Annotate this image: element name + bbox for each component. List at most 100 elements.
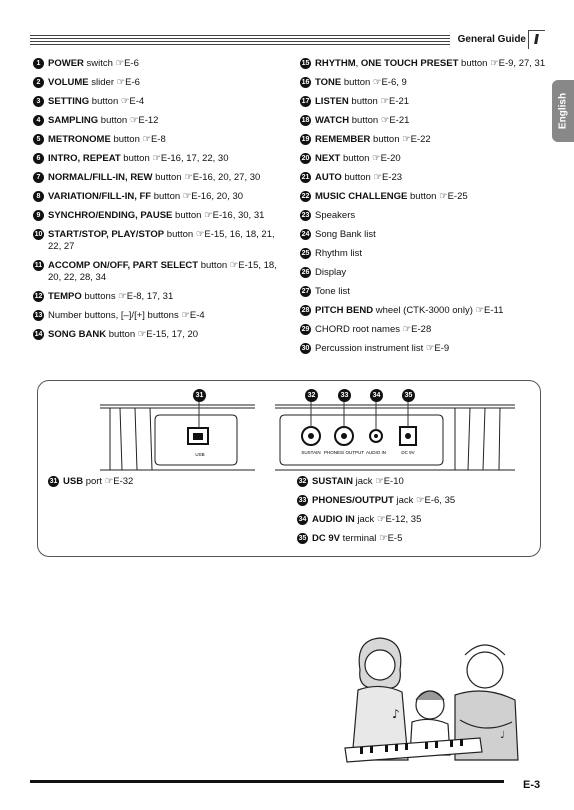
page-reference: ☞E-16, 17, 22, 30: [152, 153, 229, 164]
item-text: AUTO button ☞E-23: [315, 172, 550, 184]
page-reference: ☞E-10: [375, 476, 404, 487]
item-number-badge: 16: [300, 77, 311, 88]
item-name: MUSIC CHALLENGE: [315, 191, 408, 202]
item-number-badge: 12: [33, 291, 44, 302]
item-name: AUDIO IN: [312, 514, 355, 525]
dc-label: DC 9V: [401, 450, 414, 455]
item-description: switch: [83, 58, 116, 69]
callout-33: 33: [338, 389, 351, 402]
item-description: button: [341, 77, 373, 88]
item-text: METRONOME button ☞E-8: [48, 134, 288, 146]
item-name: USB: [63, 476, 84, 487]
item-number-badge: 19: [300, 134, 311, 145]
audio-in-label: AUDIO IN: [366, 450, 386, 455]
item-description: wheel (CTK-3000 only): [373, 305, 476, 316]
item-description: terminal: [339, 533, 380, 544]
item-text: DC 9V terminal ☞E-5: [312, 533, 455, 545]
item-description: slider: [88, 77, 117, 88]
page-title: General Guide: [449, 33, 530, 47]
item-text: USB port ☞E-32: [63, 476, 133, 488]
item-text: AUDIO IN jack ☞E-12, 35: [312, 514, 455, 526]
item-description: button: [407, 191, 440, 202]
item-text: VOLUME slider ☞E-6: [48, 77, 288, 89]
page-reference: ☞E-22: [402, 134, 431, 145]
item-description: port: [83, 476, 105, 487]
page-reference: ☞E-12: [129, 115, 159, 126]
item-description: Tone list: [315, 286, 350, 297]
page-reference: ☞E-25: [439, 191, 468, 202]
item-number-badge: 30: [300, 343, 311, 354]
page-reference: ☞E-28: [402, 324, 432, 335]
item-name: AUTO: [315, 172, 342, 183]
item-name: SUSTAIN: [312, 476, 353, 487]
item-number-badge: 13: [33, 310, 44, 321]
item-number-badge: 34: [297, 514, 308, 525]
page-reference: ☞E-6, 9: [372, 77, 407, 88]
header-tab-icon: [528, 30, 545, 49]
item-description: button: [152, 172, 185, 183]
page-reference: ☞E-16, 30, 31: [204, 210, 265, 221]
item-name: SYNCHRO/ENDING, PAUSE: [48, 210, 173, 221]
item-name: PHONES/OUTPUT: [312, 495, 394, 506]
item-number-badge: 22: [300, 191, 311, 202]
item-description: button: [89, 96, 121, 107]
item-description: button: [106, 329, 138, 340]
item-text: INTRO, REPEAT button ☞E-16, 17, 22, 30: [48, 153, 288, 165]
page-reference: ☞E-9: [425, 343, 450, 354]
item-text: NEXT button ☞E-20: [315, 153, 550, 165]
item-text: SONG BANK button ☞E-15, 17, 20: [48, 329, 288, 341]
item-number-badge: 14: [33, 329, 44, 340]
item-description: jack: [354, 514, 377, 525]
item-description: buttons: [81, 291, 119, 302]
callout-32: 32: [305, 389, 318, 402]
item-number-badge: 32: [297, 476, 308, 487]
item-description: button: [348, 96, 381, 107]
item-number-badge: 29: [300, 324, 311, 335]
item-text: PITCH BEND wheel (CTK-3000 only) ☞E-11: [315, 305, 550, 317]
guide-item-30: 30 Percussion instrument list ☞E-9: [300, 343, 550, 355]
item-number-badge: 33: [297, 495, 308, 506]
page-reference: ☞E-21: [380, 96, 410, 107]
item-name: NORMAL/FILL-IN, REW: [48, 172, 153, 183]
svg-text:♪: ♪: [392, 707, 400, 721]
item-description: jack: [393, 495, 416, 506]
page-reference: ☞E-4: [181, 310, 205, 321]
item-description: Percussion instrument list: [315, 343, 426, 354]
item-name: TEMPO: [48, 291, 82, 302]
page-reference: ☞E-8: [142, 134, 166, 145]
item-description: button: [172, 210, 205, 221]
item-description: button: [120, 153, 153, 164]
item-number-badge: 3: [33, 96, 44, 107]
guide-item-27: 27 Tone list: [300, 286, 550, 298]
page-reference: ☞E-32: [104, 476, 134, 487]
footer-rule: [30, 780, 504, 783]
item-name: ONE TOUCH PRESET: [360, 58, 459, 69]
item-number-badge: 23: [300, 210, 311, 221]
item-text: PHONES/OUTPUT jack ☞E-6, 35: [312, 495, 455, 507]
page-reference: ☞E-6: [116, 77, 140, 88]
item-name: DC 9V: [312, 533, 340, 544]
item-text: ACCOMP ON/OFF, PART SELECT button ☞E-15,…: [48, 260, 288, 284]
item-name: START/STOP, PLAY/STOP: [48, 229, 165, 240]
item-name: TONE: [315, 77, 342, 88]
item-number-badge: 27: [300, 286, 311, 297]
item-text: POWER switch ☞E-6: [48, 58, 288, 70]
item-text: LISTEN button ☞E-21: [315, 96, 550, 108]
item-name: SONG BANK: [48, 329, 107, 340]
item-number-badge: 25: [300, 248, 311, 259]
page-reference: ☞E-9, 27, 31: [490, 58, 546, 69]
guide-item-34: 34 AUDIO IN jack ☞E-12, 35: [297, 514, 455, 526]
